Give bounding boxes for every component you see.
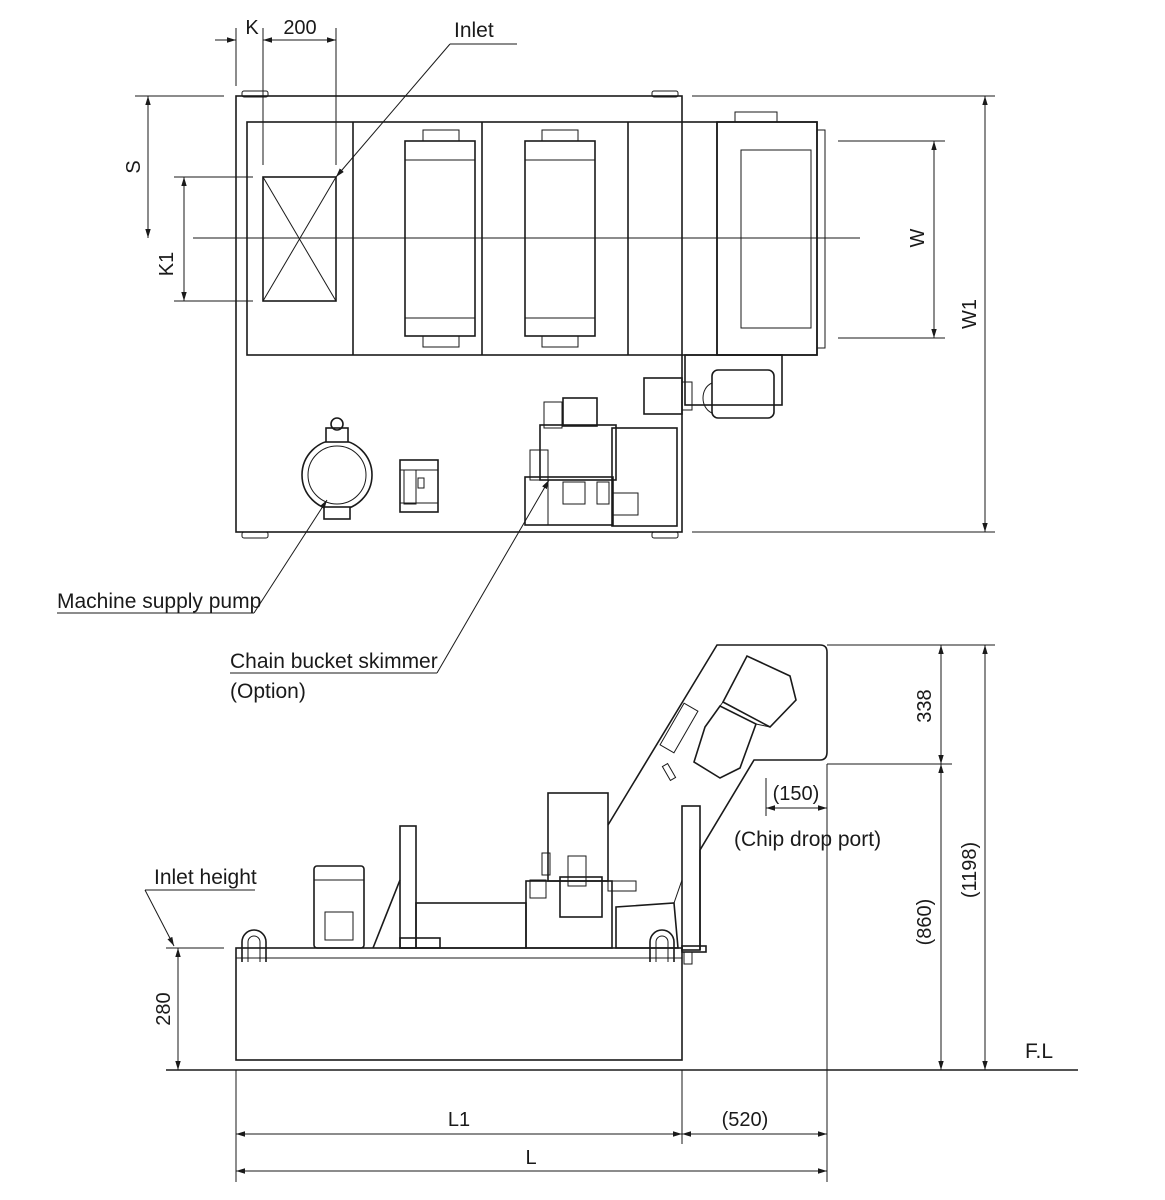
inlet-height-label: Inlet height: [154, 866, 257, 889]
dim-150: (150): [773, 783, 820, 805]
dim-200: 200: [283, 17, 316, 39]
inlet-label: Inlet: [454, 19, 494, 42]
dim-280: 280: [153, 992, 175, 1025]
chip-conveyor-incline: [607, 644, 828, 965]
lifting-hook-right: [649, 929, 675, 962]
floor-level-label: F.L: [1025, 1040, 1053, 1063]
machine-supply-pump-label: Machine supply pump: [57, 590, 261, 613]
dim-l: L: [525, 1147, 536, 1169]
chip-drop-port-label: (Chip drop port): [734, 828, 881, 851]
machine-supply-pump-side: [313, 865, 365, 949]
dim-338: 338: [914, 689, 936, 722]
control-box-top: [399, 459, 439, 513]
side-view: 338 (860) (1198) (150) (Chip drop port) …: [144, 644, 1078, 1182]
dim-k: K: [245, 17, 259, 39]
tank-body-side: [235, 947, 683, 1061]
machine-supply-pump-top: [301, 417, 373, 520]
chip-discharge-head: [716, 111, 826, 356]
lifting-hook-left: [241, 929, 267, 962]
chain-bucket-skimmer-top: [524, 397, 678, 527]
dim-w1: W1: [959, 299, 981, 329]
top-view: K 200 S K1 W W1 Inlet Machine supply pum…: [57, 17, 995, 703]
drive-motor-side: [659, 654, 797, 782]
dim-s: S: [123, 160, 145, 173]
dim-860: (860): [914, 899, 936, 946]
dim-l1: L1: [448, 1109, 470, 1131]
chain-bucket-skimmer-label: Chain bucket skimmer: [230, 650, 438, 673]
drive-motor: [643, 354, 783, 419]
dim-k1: K1: [156, 252, 178, 276]
dim-520: (520): [722, 1109, 769, 1131]
chain-bucket-skimmer-side: [525, 792, 637, 949]
dim-1198: (1198): [959, 842, 981, 898]
tank-outline-top: [235, 95, 683, 533]
chain-bucket-skimmer-option-label: (Option): [230, 680, 306, 703]
inlet-box: [262, 176, 337, 302]
dim-w: W: [907, 228, 929, 247]
